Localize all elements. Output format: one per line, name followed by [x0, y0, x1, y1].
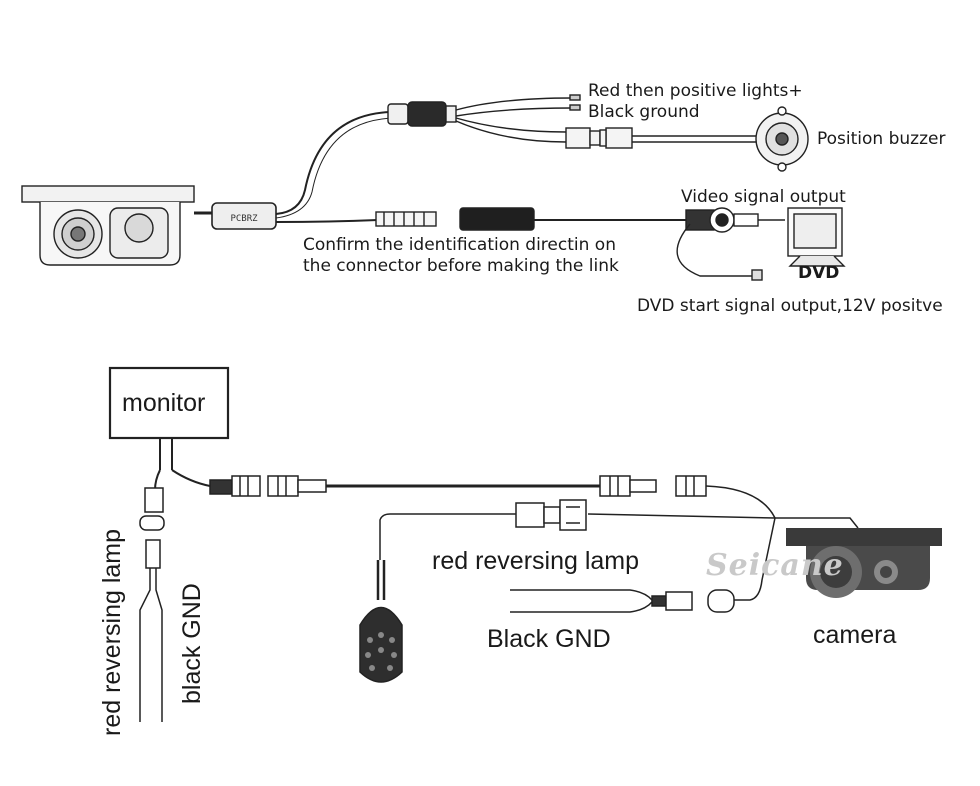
label-dvd-start-signal: DVD start signal output,12V positve: [637, 296, 943, 316]
position-buzzer: [755, 106, 809, 172]
left-lamp-wires: [139, 487, 165, 722]
camera-unit: [786, 528, 942, 598]
right-lamp-wires: [510, 517, 776, 613]
label-monitor: monitor: [122, 389, 206, 417]
label-dvd: DVD: [798, 263, 840, 283]
rca-connector: [685, 207, 785, 233]
buzzer-connector: [565, 127, 633, 149]
label-black-ground: Black ground: [588, 102, 700, 122]
video-cable: [275, 219, 379, 223]
branch-connector: [387, 101, 457, 127]
control-module: PCBRZ: [211, 202, 277, 230]
label-confirm-line-2: the connector before making the link: [303, 256, 619, 276]
label-red-reversing-lamp-vertical: red reversing lamp: [98, 528, 126, 736]
bottom-wiring-diagram: [108, 366, 942, 722]
mid-connector: [515, 499, 587, 531]
sensor-probe: [359, 560, 403, 683]
label-black-gnd-vertical: black GND: [178, 583, 206, 704]
monitor-box: [108, 366, 230, 440]
label-position-buzzer: Position buzzer: [817, 129, 946, 149]
red-black-wires: [455, 97, 573, 117]
dvd-start-wire: [676, 223, 752, 277]
dvd-monitor: [787, 207, 846, 267]
cable-to-branch: [275, 111, 391, 215]
label-red-positive-lights: Red then positive lights+: [588, 81, 803, 101]
seicane-watermark: Seicane: [706, 548, 844, 583]
label-video-signal-output: Video signal output: [681, 187, 846, 207]
sensor-cable: [379, 513, 859, 560]
label-red-reversing-lamp: red reversing lamp: [432, 547, 640, 575]
label-confirm-line-1: Confirm the identification directin on: [303, 235, 616, 255]
top-wiring-diagram: PCBRZ: [21, 94, 846, 281]
module-label: PCBRZ: [230, 214, 258, 224]
label-camera: camera: [813, 621, 897, 649]
label-black-gnd: Black GND: [487, 625, 611, 653]
video-connector-chain: [209, 475, 776, 519]
sensor-camera-unit: [21, 185, 212, 266]
